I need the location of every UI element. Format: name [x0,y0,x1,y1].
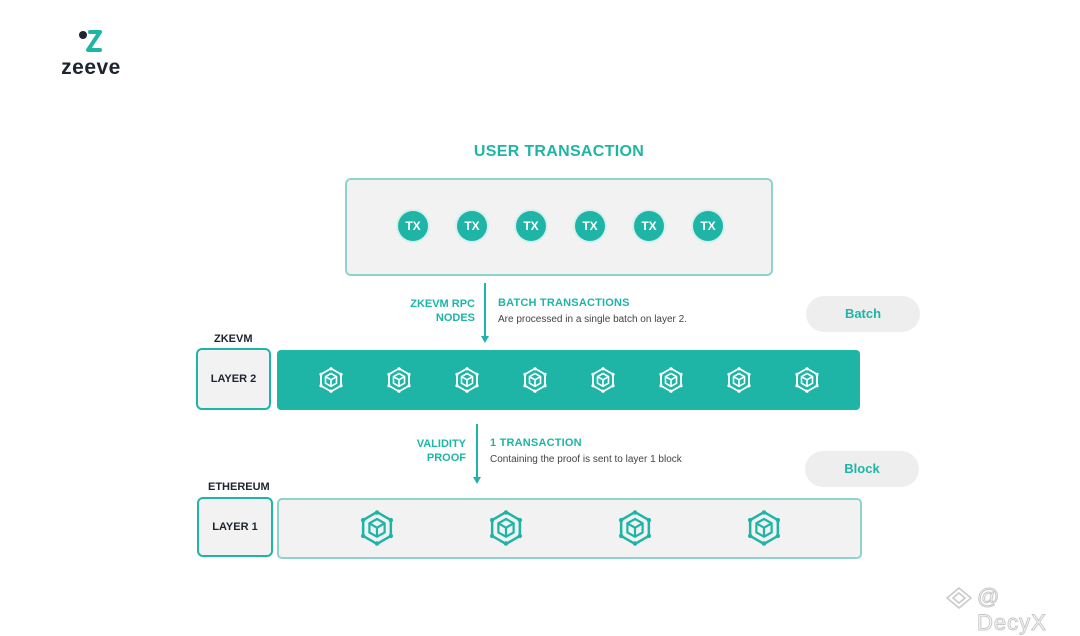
ethereum-label: ETHEREUM [208,481,270,493]
tx-coin: TX [457,211,487,241]
watermark-logo-icon [945,587,973,609]
block-cube-icon [590,367,616,393]
validity-proof-label: VALIDITY PROOF [386,437,466,465]
validity-proof-label-line: PROOF [426,452,466,464]
batch-pill: Batch [806,296,920,332]
validity-proof-label-line: VALIDITY [416,438,466,450]
tx-coin: TX [693,211,723,241]
block-cube-icon [386,367,412,393]
tx-coin: TX [634,211,664,241]
batch-transactions-heading: BATCH TRANSACTIONS [498,297,630,309]
layer2-batch-bar [277,350,860,410]
layer1-block-bar [277,498,862,559]
tx-coin: TX [516,211,546,241]
block-cube-icon [658,367,684,393]
tx-coin: TX [575,211,605,241]
layer1-label-box: LAYER 1 [197,497,273,557]
watermark-text: @ DecyX [977,584,1047,636]
block-cube-icon [617,510,653,546]
user-transaction-box: TX TX TX TX TX TX [345,178,773,276]
tx-coin: TX [398,211,428,241]
arrow-line [476,424,478,478]
block-cube-icon [318,367,344,393]
rpc-nodes-label-line: NODES [435,312,475,324]
arrow-line [484,283,486,337]
one-transaction-heading: 1 TRANSACTION [490,437,582,449]
zeeve-logo-mark-icon [79,30,102,52]
block-cube-icon [746,510,782,546]
block-cube-icon [488,510,524,546]
arrow-down-icon [473,477,481,484]
one-transaction-description: Containing the proof is sent to layer 1 … [490,454,682,465]
diagram-title: USER TRANSACTION [473,143,645,160]
watermark: @ DecyX [945,582,1075,636]
zkevm-label: ZKEVM [214,333,253,345]
block-cube-icon [726,367,752,393]
rpc-nodes-label-line: ZKEVM RPC [410,298,475,310]
block-pill: Block [805,451,919,487]
batch-transactions-description: Are processed in a single batch on layer… [498,314,687,325]
block-cube-icon [522,367,548,393]
rpc-nodes-label: ZKEVM RPC NODES [395,297,475,325]
layer2-label-box: LAYER 2 [196,348,271,410]
block-cube-icon [794,367,820,393]
block-cube-icon [454,367,480,393]
zeeve-logo: zeeve [56,30,126,80]
block-cube-icon [359,510,395,546]
brand-name: zeeve [61,56,121,79]
arrow-down-icon [481,336,489,343]
